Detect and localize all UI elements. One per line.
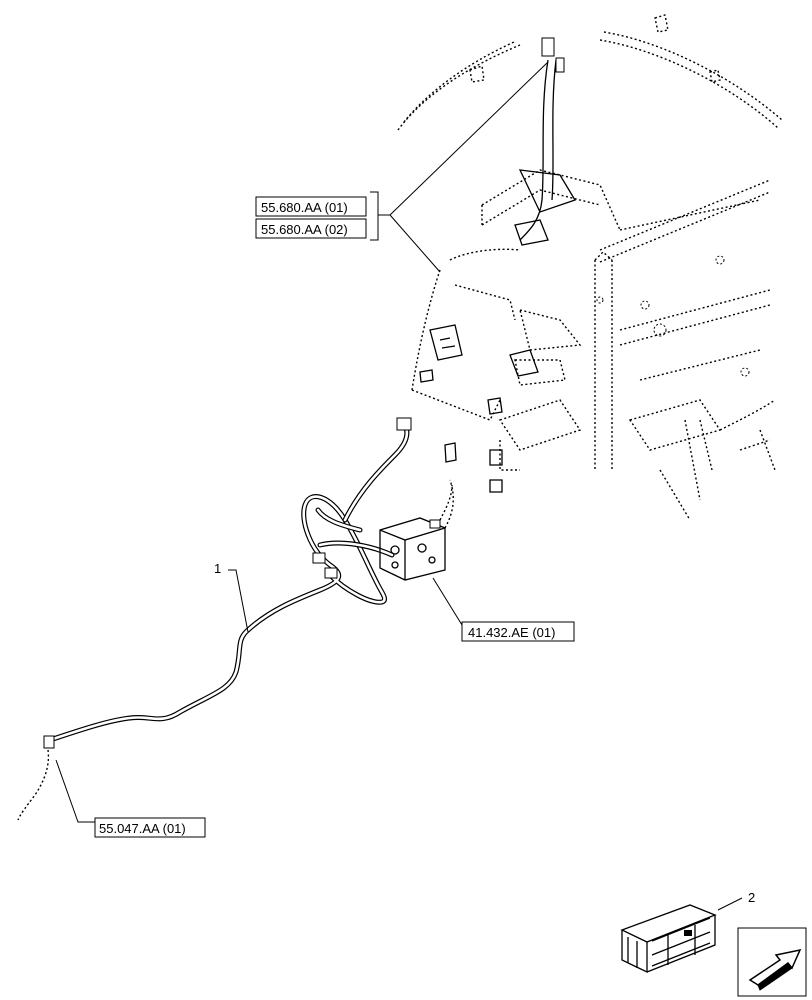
svg-text:41.432.AE (01): 41.432.AE (01) <box>468 625 555 640</box>
valve-connector <box>429 519 441 529</box>
svg-text:55.047.AA (01): 55.047.AA (01) <box>99 821 186 836</box>
harness-connector-lower <box>324 567 338 579</box>
reference-55680-01[interactable]: 55.680.AA (01) <box>255 196 367 217</box>
svg-text:55.680.AA (02): 55.680.AA (02) <box>261 222 348 237</box>
callout-item-1: 1 <box>214 561 221 576</box>
harness-connector-upper <box>396 417 412 431</box>
reference-41432-01[interactable]: 41.432.AE (01) <box>461 621 575 642</box>
kit-box-icon <box>620 904 717 974</box>
harness-connector-left <box>312 552 326 564</box>
harness-end-connector <box>43 735 55 749</box>
upper-harness-branch <box>514 37 576 246</box>
tractor-frame-outline <box>397 14 783 521</box>
reference-55047-01[interactable]: 55.047.AA (01) <box>94 817 206 838</box>
orientation-arrow-icon[interactable] <box>737 927 807 997</box>
connector-top-left <box>541 37 555 57</box>
svg-text:55.680.AA (01): 55.680.AA (01) <box>261 200 348 215</box>
callout-item-2: 2 <box>748 890 755 905</box>
leader-lines <box>55 61 743 911</box>
wiring-harness-item-1 <box>17 417 412 821</box>
reference-55680-02[interactable]: 55.680.AA (02) <box>255 218 367 239</box>
hydraulic-valve-block <box>379 479 454 581</box>
connector-top-right <box>555 57 565 73</box>
fender-components <box>419 324 539 493</box>
